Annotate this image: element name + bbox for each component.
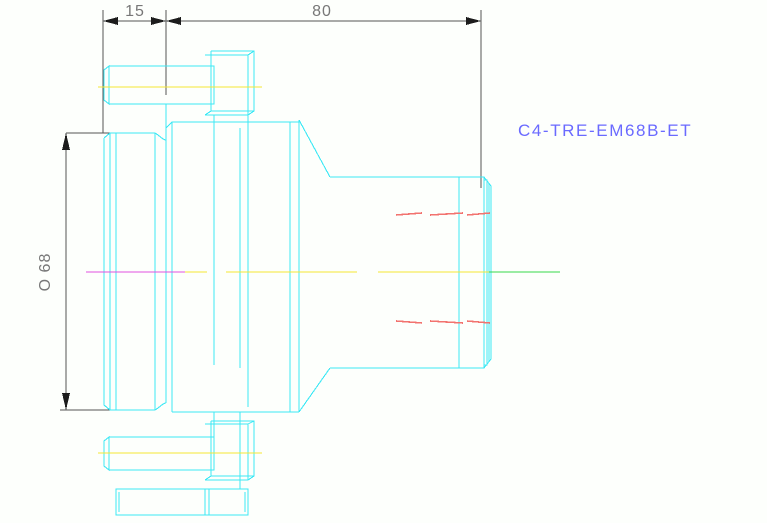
dim-68-arrow-top [62,133,70,150]
hidden-line-lower-1 [395,320,423,324]
left-flange [103,121,173,412]
center-body [172,120,300,413]
annotation-layer: C4-TRE-EM68B-ET [518,121,692,140]
dim-68-arrow-bottom [62,393,70,410]
hidden-line-upper-2 [429,212,464,216]
hidden-line-lower-2 [429,320,464,324]
hidden-line-layer [395,212,491,324]
chamfer-section [298,119,459,413]
lower-port-fitting [103,412,255,516]
dim-15-arrow-left [103,17,118,25]
part-number-label: C4-TRE-EM68B-ET [518,121,692,140]
hidden-line-upper-3 [466,212,491,216]
hidden-line-lower-3 [466,320,491,324]
dim-15-label: 15 [125,3,145,20]
dim-80-label: 80 [312,3,332,20]
hidden-line-upper-1 [395,212,423,216]
dimension-layer: 15 80 O 68 [37,3,482,411]
dim-68-label: O 68 [37,253,54,292]
centerline-layer [86,86,560,454]
geometry-layer [103,50,492,516]
dim-80-arrow-left [166,17,181,25]
dim-15-arrow-right [151,17,166,25]
upper-port-fitting [103,50,255,128]
dim-80-arrow-right [466,17,481,25]
